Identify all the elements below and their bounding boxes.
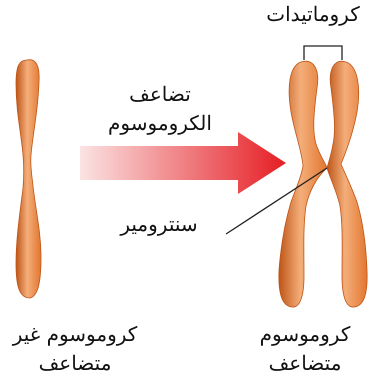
chromatids-label: كروماتيدات bbox=[248, 0, 378, 29]
duplicated-label-line1: كروموسوم bbox=[240, 320, 370, 349]
duplication-label: تضاعف الكروموسوم bbox=[95, 80, 225, 138]
duplicated-chromosome-label: كروموسوم متضاعف bbox=[240, 320, 370, 378]
chromatids-bracket bbox=[304, 46, 342, 60]
duplicated-label-line2: متضاعف bbox=[240, 349, 370, 378]
duplication-arrow bbox=[80, 132, 286, 194]
right-chromatid bbox=[327, 61, 367, 307]
unduplicated-label-line1: كروموسوم غير bbox=[0, 320, 150, 349]
unduplicated-chromosome-label: كروموسوم غير متضاعف bbox=[0, 320, 150, 378]
duplication-label-line2: الكروموسوم bbox=[95, 109, 225, 138]
duplication-label-line1: تضاعف bbox=[95, 80, 225, 109]
centromere-text: سنترومير bbox=[120, 212, 197, 236]
unduplicated-chromosome bbox=[16, 60, 41, 298]
chromatids-text: كروماتيدات bbox=[266, 2, 360, 26]
centromere-label: سنترومير bbox=[98, 210, 220, 239]
unduplicated-label-line2: متضاعف bbox=[0, 349, 150, 378]
